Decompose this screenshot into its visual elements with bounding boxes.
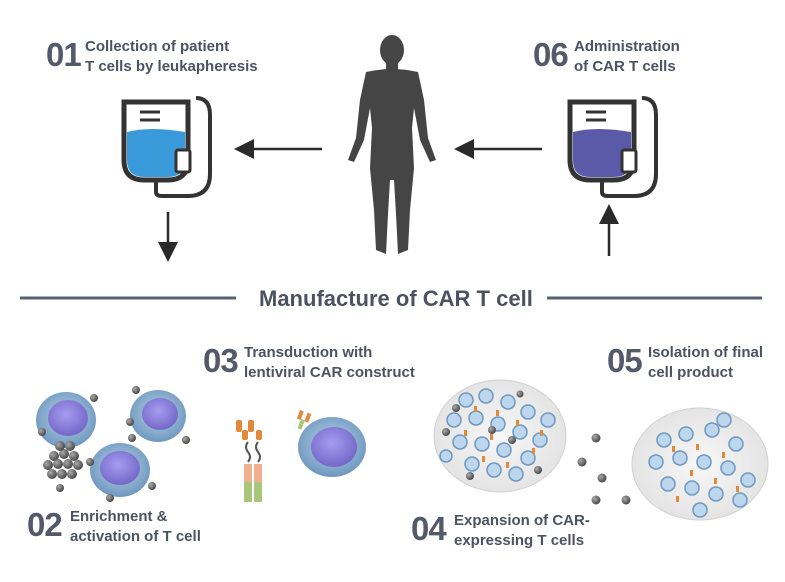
step-05-line2: cell product [648,364,734,381]
step-04-line2: expressing T cells [454,532,585,549]
collection-iv-bag-icon [121,96,212,198]
step-04-label: Expansion of CAR- expressing T cells [454,511,590,551]
step-06-number: 06 [533,36,569,73]
removed-beads [577,433,631,505]
step-01-label: Collection of patient T cells by leukaph… [85,37,258,77]
step-02-number: 02 [27,506,63,543]
final-product-dish [631,407,769,521]
step-06-label: Administration of CAR T cells [574,37,680,77]
step-02-label: Enrichment & activation of T cell [70,507,201,547]
step-02-line1: Enrichment & [70,508,168,525]
step-03-label: Transduction with lentiviral CAR constru… [244,343,415,383]
step-03-line1: Transduction with [244,344,373,361]
step-02-line2: activation of T cell [70,528,201,545]
step-03-number: 03 [203,342,239,379]
step-05-line1: Isolation of final [648,344,763,361]
step-04-number: 04 [411,510,447,547]
step-05-label: Isolation of final cell product [648,343,763,383]
step-01-number: 01 [46,36,82,73]
step-04-line1: Expansion of CAR- [454,512,590,529]
flow-arrows [158,139,619,262]
step-01-line1: Collection of patient [85,38,230,55]
step-06-line1: Administration [574,38,680,55]
page-title: Manufacture of CAR T cell [259,286,533,311]
expansion-culture-dish [433,379,567,493]
car-construct-illustration [236,410,366,502]
t-cell-enrichment-illustration [36,386,190,502]
step-05-number: 05 [607,342,643,379]
step-03-line2: lentiviral CAR construct [244,364,415,381]
administration-iv-bag-icon [567,96,658,198]
step-01-line2: T cells by leukapheresis [85,58,258,75]
step-06-line2: of CAR T cells [574,58,676,75]
patient-body-icon [348,35,436,254]
